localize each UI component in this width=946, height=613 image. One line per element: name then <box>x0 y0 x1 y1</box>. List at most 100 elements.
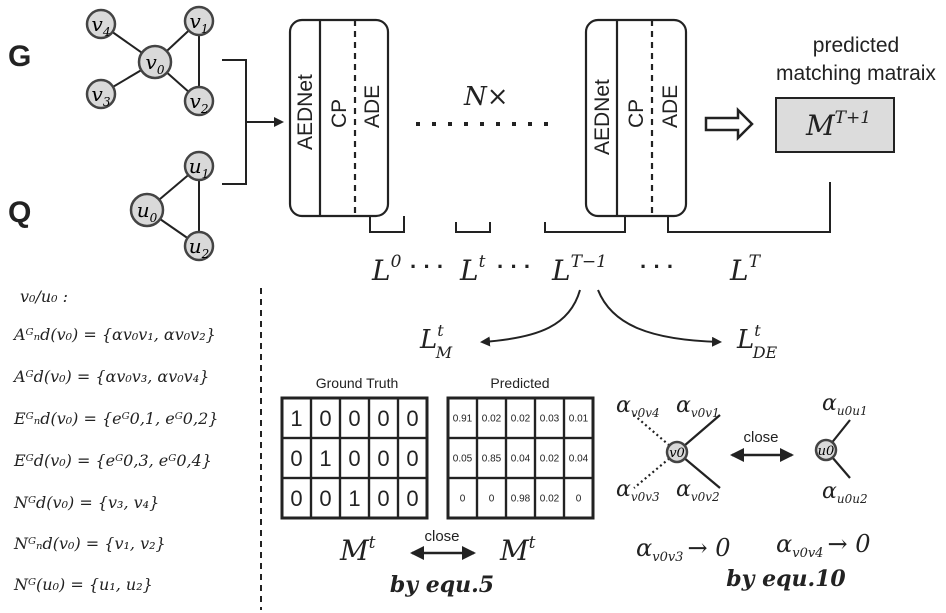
matrix-cell-value: 0 <box>489 494 495 505</box>
definition-0: v₀/u₀ : <box>20 287 68 306</box>
attention-equation: by equ.10 <box>726 566 846 592</box>
alpha-v0v4-label: αv0v4 <box>616 393 660 420</box>
node-u0 <box>129 192 165 228</box>
definition-7: Nᴳ(u₀) = {u₁, u₂} <box>13 575 153 594</box>
matrix-close-label: close <box>424 528 459 545</box>
alpha-u0u2-label: αu0u2 <box>822 479 868 506</box>
matrix-cell-value: 0.02 <box>540 494 560 505</box>
matrix-cell-value: 1 <box>348 486 360 511</box>
matrix-cell-value: 0 <box>406 406 418 431</box>
center-node-u0-label: u0 <box>818 444 835 459</box>
predicted-title: Predicted <box>490 375 549 391</box>
matrix-cell-value: 1 <box>319 446 331 471</box>
alpha-v0v1-label: αv0v1 <box>676 393 720 420</box>
cp-label-1: CP <box>328 99 351 128</box>
graph-q-label: Q <box>8 196 31 229</box>
loss-lt: Lt <box>459 252 486 287</box>
matrix-equation: by equ.5 <box>390 572 494 598</box>
aednet-label-2: AEDNet <box>591 79 614 155</box>
matrix-cell-value: 0.04 <box>569 454 589 465</box>
matrix-cell-value: 0.05 <box>453 454 473 465</box>
ade-label-2: ADE <box>659 85 682 128</box>
limit-v0v4: αv0v4→ 0 <box>776 530 870 561</box>
matrix-cell-value: 0 <box>460 494 466 505</box>
loss-l0: L0 <box>371 252 402 287</box>
loss-lT-1: LT−1 <box>551 252 607 287</box>
alpha-v0v3-label: αv0v3 <box>616 477 660 504</box>
node-v3 <box>85 78 117 110</box>
definition-4: Eᴳd(v₀) = {eᴳ0,3, eᴳ0,4} <box>13 451 212 470</box>
graph-g-label: G <box>8 40 31 73</box>
output-caption-1: predicted <box>813 34 899 57</box>
loss-brackets <box>369 182 831 233</box>
repeat-label: N× <box>463 82 509 112</box>
ground-truth-title: Ground Truth <box>316 375 399 391</box>
matrix-cell-value: 0.01 <box>569 414 589 425</box>
loss-dots-1: · · · <box>410 254 444 279</box>
matrix-cell-value: 0 <box>406 486 418 511</box>
ground_truth-frame <box>280 396 429 520</box>
matrix-cell-value: 0.02 <box>511 414 531 425</box>
matrix-cell-value: 0 <box>348 406 360 431</box>
matrix-cell-value: 0.02 <box>482 414 502 425</box>
node-v4 <box>85 8 117 40</box>
matrix-cell-value: 0.02 <box>540 454 560 465</box>
matrix-cell-value: 0 <box>319 486 331 511</box>
matrix-cell-value: 0 <box>576 494 582 505</box>
output-matrix-label: MT+1 <box>805 108 871 142</box>
matrix-cell-value: 0 <box>377 486 389 511</box>
output-caption-2: matching matraix <box>776 62 936 85</box>
input-bracket <box>222 59 284 185</box>
matrix-cell-value: 0 <box>406 446 418 471</box>
definitions-list: v₀/u₀ : Aᴳₙd(v₀) = {αv₀v₁, αv₀v₂} Aᴳd(v₀… <box>12 287 218 594</box>
output-matrix-box <box>775 97 895 153</box>
matrix-cell-value: 0 <box>319 406 331 431</box>
matrix-cell-value: 0.98 <box>511 494 531 505</box>
matrix-cell-value: 0.85 <box>482 454 502 465</box>
matrix-cell <box>396 476 429 520</box>
aednet-label-1: AEDNet <box>294 74 317 150</box>
node-u2 <box>183 230 215 262</box>
matrix-cell <box>562 476 595 520</box>
matrix-cell-value: 0 <box>290 486 302 511</box>
loss-dots-2: · · · <box>497 254 531 279</box>
matrix-label-left: Mt <box>339 533 376 567</box>
alpha-u0u1-label: αu0u1 <box>822 391 868 418</box>
matrix-cell-value: 0 <box>290 446 302 471</box>
definition-2: Aᴳd(v₀) = {αv₀v₃, αv₀v₄} <box>12 367 209 386</box>
attention-right: u0 αu0u1 αu0u2 <box>814 391 868 506</box>
limit-v0v3: αv0v3→ 0 <box>636 534 730 565</box>
matrix-cell-value: 0.91 <box>453 414 473 425</box>
matrix-cell-value: 0 <box>377 406 389 431</box>
node-v2 <box>183 85 215 117</box>
aednet-block-last: AEDNet CP ADE <box>584 18 688 218</box>
definition-1: Aᴳₙd(v₀) = {αv₀v₁, αv₀v₂} <box>12 325 216 344</box>
matrix-cell-value: 1 <box>290 406 302 431</box>
arrow-to-lm <box>480 289 581 347</box>
loss-dots-3: · · · <box>640 254 674 279</box>
node-v0 <box>137 44 173 80</box>
arrow-to-lde <box>597 289 722 347</box>
attention-close-label: close <box>743 429 778 446</box>
matrix-label-right: Mt <box>499 533 536 567</box>
definition-6: Nᴳₙd(v₀) = {v₁, v₂} <box>13 534 166 553</box>
graph-q: u1 u0 u2 <box>129 150 215 262</box>
matrix-cell-value: 0 <box>348 446 360 471</box>
matrix-cell-value: 0.03 <box>540 414 560 425</box>
definition-5: Nᴳd(v₀) = {v₃, v₄} <box>13 493 159 512</box>
graph-g: v4 v1 v0 v3 v2 <box>85 5 215 117</box>
predicted-matrix: 0.91 0.02 0.02 0.03 0.01 0.05 0.85 0.04 0.02 0.04… <box>446 396 595 520</box>
center-node-v0 <box>665 440 689 464</box>
definition-3: Eᴳₙd(v₀) = {eᴳ0,1, eᴳ0,2} <box>13 409 218 428</box>
matrix-cell-value: 0.04 <box>511 454 531 465</box>
output-arrow-icon <box>704 106 754 142</box>
center-node-u0 <box>814 438 838 462</box>
center-node-v0-label: v0 <box>669 446 685 461</box>
aednet-block-first: AEDNet CP ADE <box>288 18 390 218</box>
attention-left: v0 αv0v4 αv0v1 αv0v3 αv0v2 <box>616 393 721 504</box>
cp-label-2: CP <box>625 99 648 128</box>
